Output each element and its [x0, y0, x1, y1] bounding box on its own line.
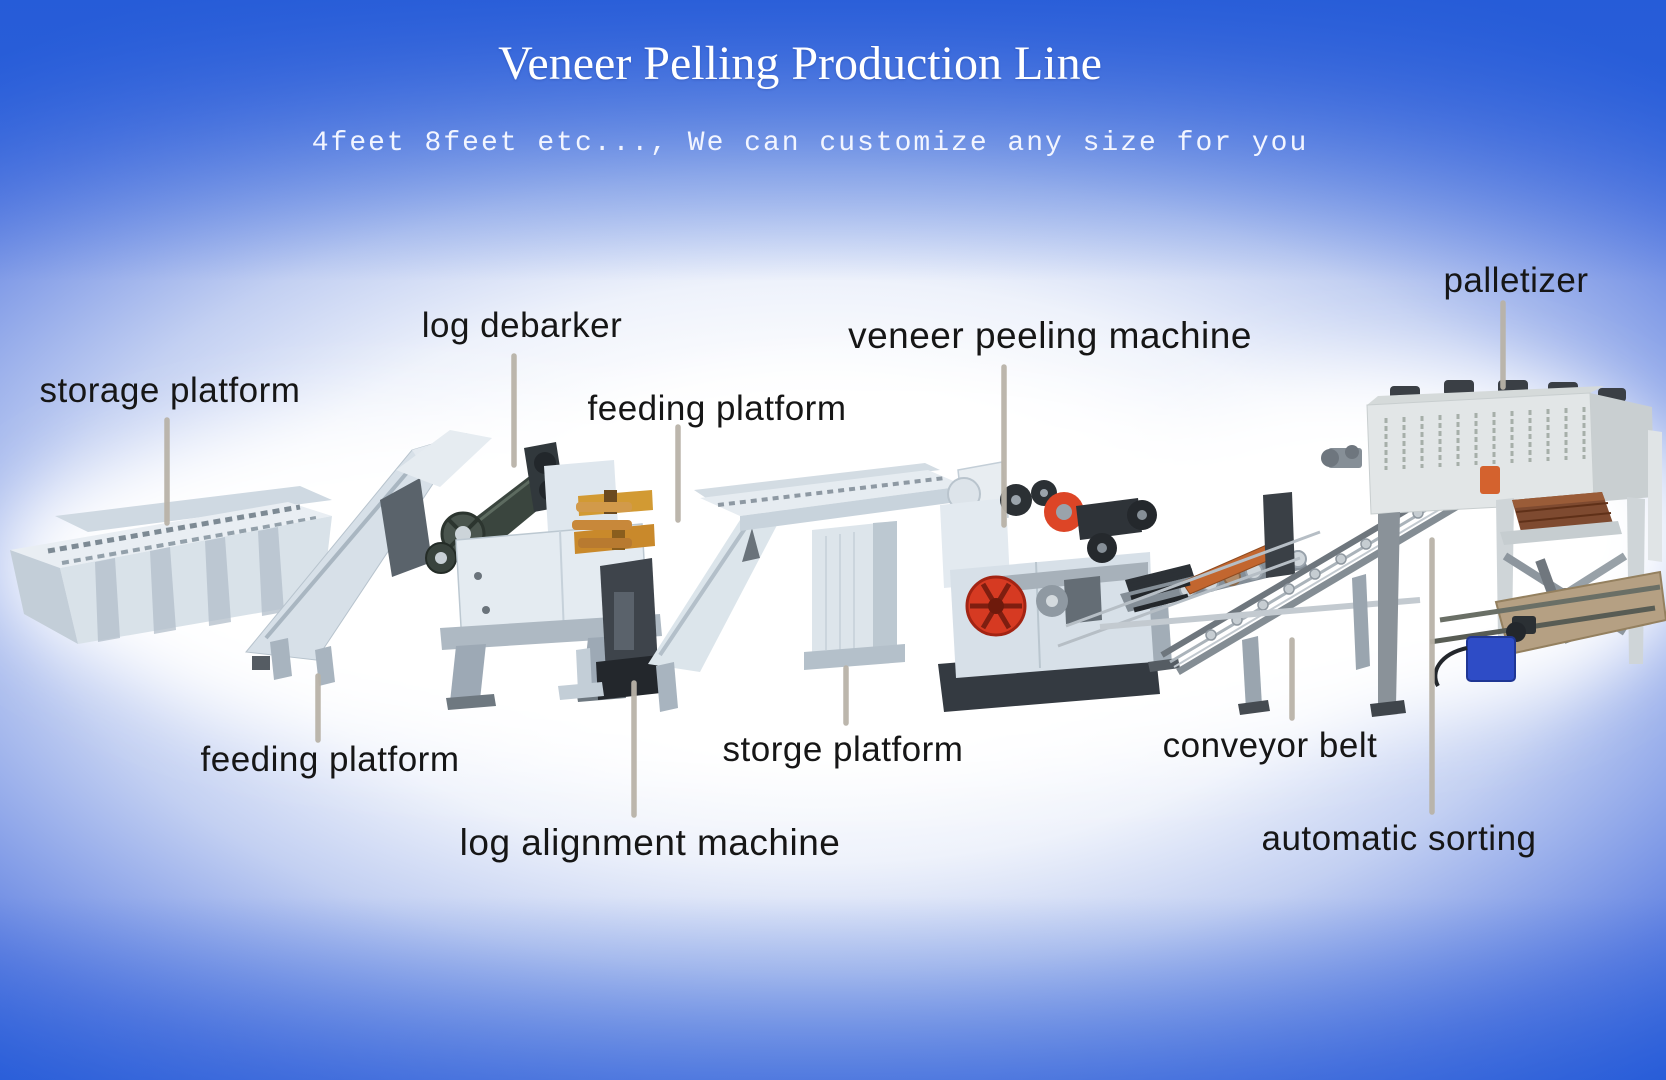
page-subtitle: 4feet 8feet etc..., We can customize any…: [311, 128, 1309, 159]
storage-platform-machine: [10, 486, 332, 644]
label-feeding-platform-top: feeding platform: [587, 389, 847, 428]
label-log-alignment-machine: log alignment machine: [459, 822, 841, 863]
veneer-peeling-machine: [938, 461, 1160, 712]
leader-lines: [164, 300, 1506, 818]
label-storge-platform: storge platform: [722, 730, 964, 769]
label-veneer-peeling-machine: veneer peeling machine: [848, 315, 1252, 356]
label-log-debarker: log debarker: [421, 306, 623, 345]
label-palletizer: palletizer: [1443, 261, 1589, 300]
palletizer-machine: [1321, 380, 1666, 717]
label-conveyor-belt: conveyor belt: [1162, 726, 1378, 765]
label-storage-platform: storage platform: [39, 371, 301, 410]
feeding-platform-machine: [558, 463, 965, 712]
label-automatic-sorting: automatic sorting: [1261, 819, 1537, 858]
label-feeding-platform-bottom: feeding platform: [200, 740, 460, 779]
page-title: Veneer Pelling Production Line: [498, 37, 1102, 90]
